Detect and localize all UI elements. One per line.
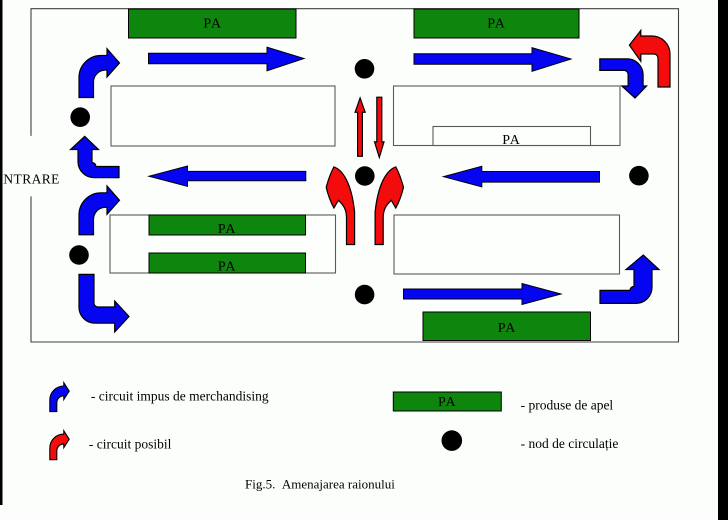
svg-text:PA: PA: [498, 321, 517, 336]
svg-text:PA: PA: [203, 17, 222, 32]
svg-text:- produse de apel: - produse de apel: [521, 398, 614, 413]
svg-text:- circuit impus de merchandisi: - circuit impus de merchandising: [91, 388, 269, 403]
svg-text:PA: PA: [502, 133, 521, 148]
svg-text:- nod de circulație: - nod de circulație: [521, 436, 619, 451]
svg-text:PA: PA: [218, 222, 237, 237]
svg-text:PA: PA: [487, 17, 506, 32]
svg-text:INTRARE: INTRARE: [0, 171, 60, 186]
svg-text:- circuit posibil: - circuit posibil: [89, 436, 172, 451]
svg-text:PA: PA: [218, 260, 237, 275]
svg-text:Fig.5. Amenajarea raionului: Fig.5. Amenajarea raionului: [245, 476, 395, 491]
svg-text:PA: PA: [438, 395, 457, 410]
